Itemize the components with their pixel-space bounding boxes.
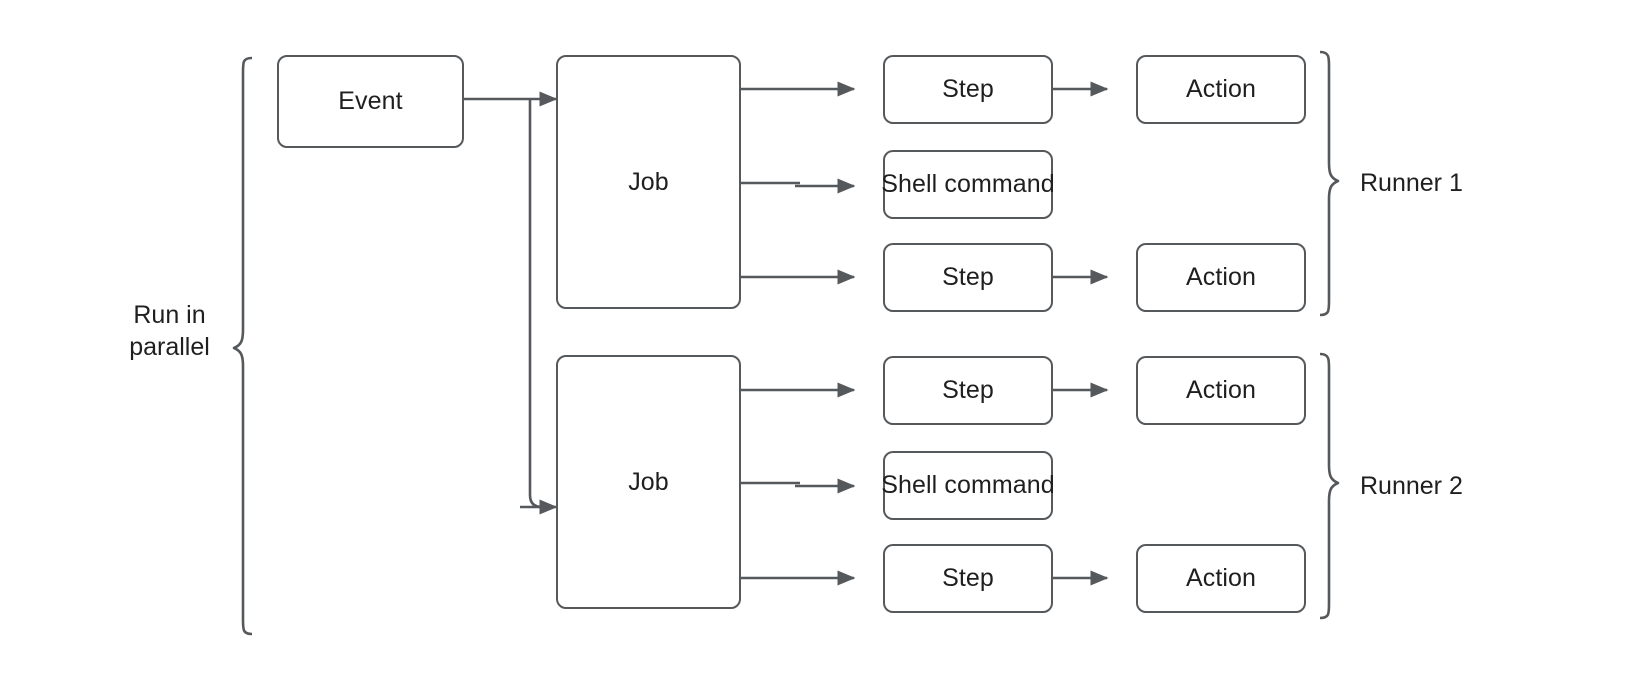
node-job-1-label: Job: [628, 167, 669, 196]
node-runner2-action-1-label: Action: [1185, 376, 1257, 405]
node-event[interactable]: Event: [277, 55, 464, 148]
node-runner2-action-1[interactable]: Action: [1136, 356, 1306, 425]
node-runner1-action-2-label: Action: [1185, 263, 1257, 292]
node-job-1[interactable]: Job: [556, 55, 741, 309]
node-runner2-action-2[interactable]: Action: [1136, 544, 1306, 613]
node-runner2-action-2-label: Action: [1185, 564, 1257, 593]
node-runner1-step-2-label: Step: [942, 263, 994, 292]
node-runner2-step-1[interactable]: Step: [883, 356, 1053, 425]
connector-event-branch-to-job2: [528, 99, 543, 509]
node-event-label: Event: [338, 87, 403, 116]
brace-runner-2: [1319, 352, 1340, 620]
node-runner1-action-2[interactable]: Action: [1136, 243, 1306, 312]
node-runner1-step-2[interactable]: Step: [883, 243, 1053, 312]
node-runner2-step-2-label: Step: [942, 564, 994, 593]
node-runner1-action-1-label: Action: [1185, 75, 1257, 104]
node-runner1-step-1[interactable]: Step: [883, 55, 1053, 124]
label-runner-2: Runner 2: [1360, 472, 1463, 500]
node-job-2[interactable]: Job: [556, 355, 741, 609]
brace-run-in-parallel: [232, 56, 253, 636]
node-runner2-shell-command[interactable]: Shell command: [881, 451, 1055, 520]
node-runner2-step-2[interactable]: Step: [883, 544, 1053, 613]
brace-runner-1: [1319, 50, 1340, 317]
node-job-2-label: Job: [628, 467, 669, 496]
label-runner-1: Runner 1: [1360, 169, 1463, 197]
node-runner2-shell-command-label: Shell command: [881, 471, 1055, 500]
node-runner1-step-1-label: Step: [942, 75, 994, 104]
node-runner2-step-1-label: Step: [942, 376, 994, 405]
node-runner1-shell-command[interactable]: Shell command: [881, 150, 1055, 219]
node-runner1-action-1[interactable]: Action: [1136, 55, 1306, 124]
label-run-in-parallel: Run in parallel: [129, 301, 210, 361]
node-runner1-shell-command-label: Shell command: [881, 170, 1055, 199]
